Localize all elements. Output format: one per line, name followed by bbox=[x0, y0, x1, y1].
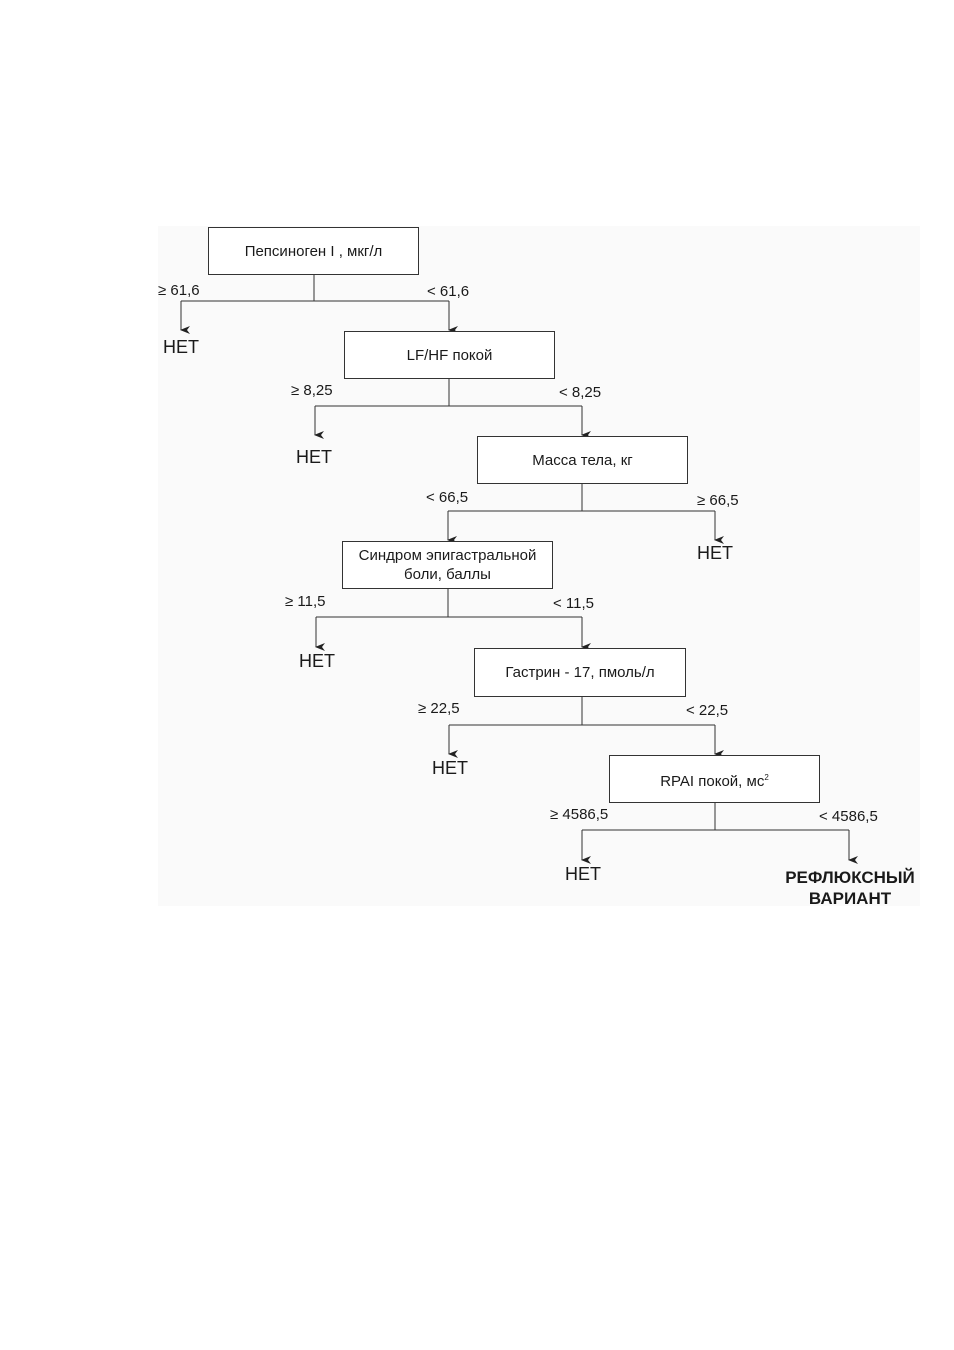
condition-6-right: < 4586,5 bbox=[819, 808, 878, 825]
condition-1-right: < 61,6 bbox=[427, 283, 470, 300]
outcome-reflux-variant: РЕФЛЮКСНЫЙ ВАРИАНТ bbox=[785, 867, 915, 909]
outcome-no-1: НЕТ bbox=[163, 337, 199, 357]
node-lf-hf-label: LF/HF покой bbox=[406, 346, 493, 364]
node-epigastric-pain: Синдром эпигастральной боли, баллы bbox=[342, 541, 553, 589]
condition-4-left: ≥ 11,5 bbox=[285, 593, 326, 610]
condition-3-left: < 66,5 bbox=[426, 489, 469, 506]
outcome-no-4: НЕТ bbox=[299, 651, 335, 671]
node-gastrin-label: Гастрин - 17, пмоль/л bbox=[505, 664, 655, 681]
node-pepsinogen-label: Пепсиноген I , мкг/л bbox=[244, 242, 383, 260]
condition-5-left: ≥ 22,5 bbox=[418, 700, 460, 717]
condition-4-right: < 11,5 bbox=[553, 595, 595, 612]
condition-6-left: ≥ 4586,5 bbox=[550, 806, 609, 823]
condition-5-right: < 22,5 bbox=[686, 702, 729, 719]
condition-3-right: ≥ 66,5 bbox=[697, 492, 739, 509]
node-lf-hf: LF/HF покой bbox=[344, 331, 555, 379]
condition-2-left: ≥ 8,25 bbox=[291, 382, 333, 399]
node-gastrin: Гастрин - 17, пмоль/л bbox=[474, 648, 686, 697]
outcome-no-6: НЕТ bbox=[565, 864, 601, 884]
node-epigastric-pain-label: Синдром эпигастральной боли, баллы bbox=[358, 547, 537, 583]
outcome-no-5: НЕТ bbox=[432, 758, 468, 778]
node-rpai-label: RPAI покой, мс2 bbox=[660, 772, 769, 790]
condition-1-left: ≥ 61,6 bbox=[158, 282, 200, 299]
outcome-reflux-line-2: ВАРИАНТ bbox=[808, 889, 892, 908]
node-rpai-superscript: 2 bbox=[764, 772, 769, 782]
outcome-no-3: НЕТ bbox=[697, 543, 733, 563]
node-rpai: RPAI покой, мс2 bbox=[609, 755, 820, 803]
node-body-mass-label: Масса тела, кг bbox=[532, 451, 633, 469]
condition-2-right: < 8,25 bbox=[559, 384, 602, 401]
node-pepsinogen: Пепсиноген I , мкг/л bbox=[208, 227, 419, 275]
outcome-no-2: НЕТ bbox=[296, 447, 332, 467]
node-body-mass: Масса тела, кг bbox=[477, 436, 688, 484]
outcome-reflux-line-1: РЕФЛЮКСНЫЙ bbox=[785, 868, 915, 887]
